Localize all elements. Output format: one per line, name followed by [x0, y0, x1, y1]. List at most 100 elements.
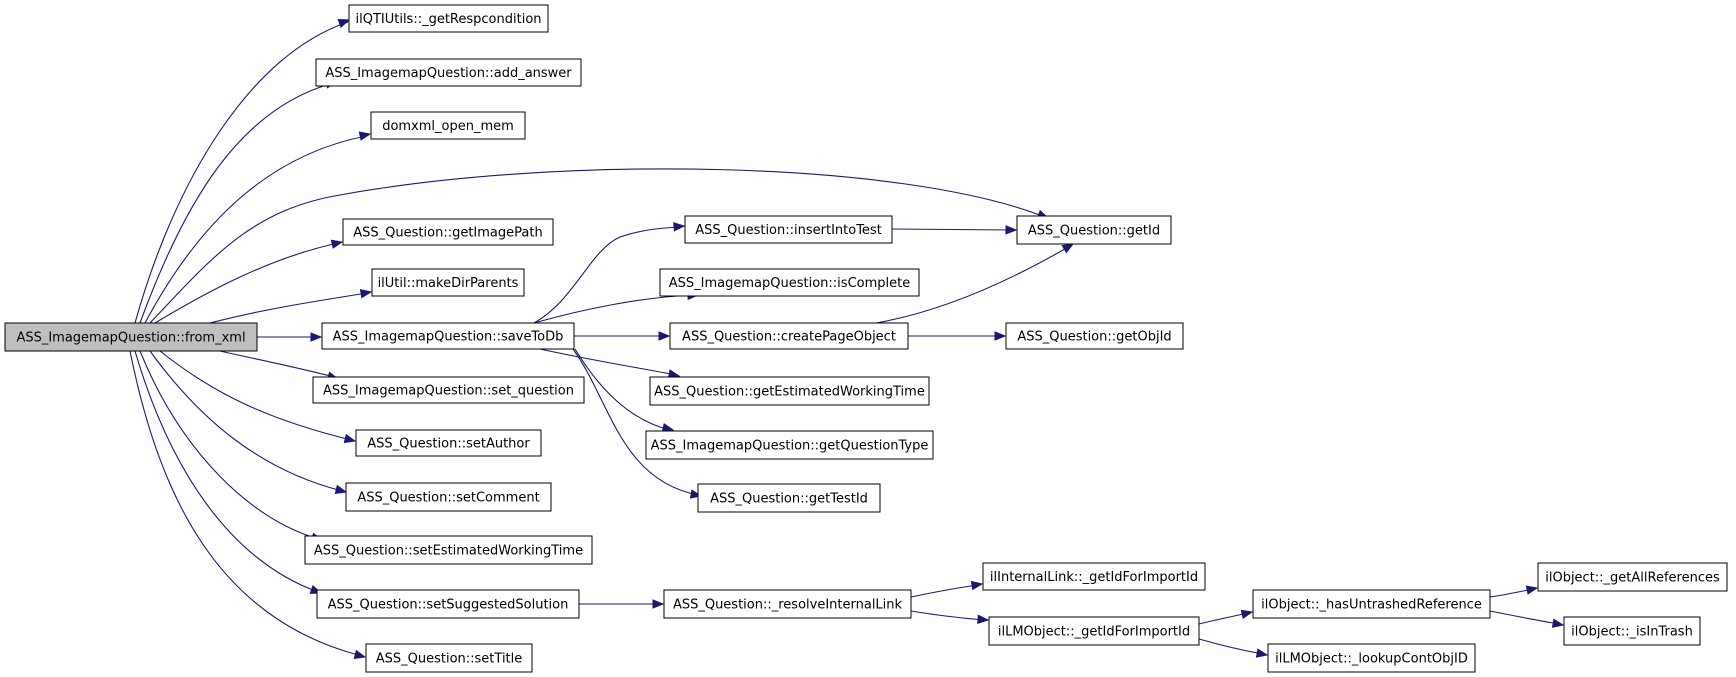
edge-arrowhead — [970, 580, 984, 591]
node-getId[interactable]: ASS_Question::getId — [1016, 215, 1172, 245]
node-label: ASS_Question::getImagePath — [353, 226, 542, 241]
node-label: ilLMObject::_lookupContObjID — [1275, 652, 1468, 667]
node-box — [988, 616, 1200, 646]
node-box — [355, 429, 542, 457]
edge-arrowhead — [330, 239, 344, 249]
node-getQuestionType[interactable]: ASS_ImagemapQuestion::getQuestionType — [645, 430, 934, 460]
edge-line — [891, 228, 1013, 231]
edge-line — [533, 294, 696, 324]
edge-arrowhead — [1525, 585, 1539, 595]
node-box — [982, 562, 1206, 591]
node-label: ilObject::_isInTrash — [1571, 625, 1693, 640]
edge-line — [875, 245, 1071, 324]
edge-from_xml-to-setTitle — [129, 350, 367, 659]
edge-from_xml-to-setAuthor — [159, 350, 357, 444]
node-label: ASS_Question::getObjId — [1017, 330, 1171, 345]
edge-createPageObject-to-getObjId — [908, 331, 1007, 341]
node-box — [348, 4, 549, 33]
edge-line — [139, 350, 320, 540]
node-setAuthor[interactable]: ASS_Question::setAuthor — [355, 429, 542, 457]
node-label: ASS_Question::getEstimatedWorkingTime — [654, 385, 925, 400]
node-label: ASS_Question::getTestId — [710, 492, 868, 507]
edge-from_xml-to-getId — [149, 168, 1050, 324]
node-set_question[interactable]: ASS_ImagemapQuestion::set_question — [312, 376, 585, 404]
edge-line — [139, 83, 331, 324]
node-label: ASS_ImagemapQuestion::saveToDb — [333, 330, 564, 345]
node-label: ASS_Question::createPageObject — [682, 330, 896, 345]
edge-line — [154, 242, 339, 324]
node-isComplete[interactable]: ASS_ImagemapQuestion::isComplete — [659, 268, 920, 297]
edge-line — [129, 350, 363, 657]
edge-arrowhead — [1005, 225, 1018, 235]
node-box — [371, 268, 525, 297]
node-getTestId[interactable]: ASS_Question::getTestId — [697, 483, 881, 513]
node-lookupContObjID[interactable]: ilLMObject::_lookupContObjID — [1267, 643, 1476, 673]
edge-hasUntrashedReference-to-getAllReferences — [1489, 585, 1539, 598]
node-label: ASS_Question::setComment — [357, 491, 539, 506]
node-ilLMObject_getIdForImportId[interactable]: ilLMObject::_getIdForImportId — [988, 616, 1200, 646]
node-add_answer[interactable]: ASS_ImagemapQuestion::add_answer — [315, 58, 582, 87]
edge-line — [134, 21, 349, 324]
node-createPageObject[interactable]: ASS_Question::createPageObject — [669, 322, 909, 350]
edge-line — [144, 135, 367, 324]
node-box — [4, 322, 258, 352]
edge-from_xml-to-domxml_open_mem — [144, 131, 372, 324]
edge-from_xml-to-setSuggestedSolution — [134, 350, 323, 594]
edge-arrowhead — [977, 614, 990, 624]
edge-resolveInternalLink-to-ilInternalLink_getIdForImportId — [910, 580, 984, 598]
node-box — [370, 111, 526, 140]
node-label: ASS_Question::setAuthor — [367, 437, 530, 452]
edge-arrowhead — [358, 131, 372, 141]
node-getImagePath[interactable]: ASS_Question::getImagePath — [342, 218, 554, 246]
node-setComment[interactable]: ASS_Question::setComment — [345, 482, 552, 512]
node-makeDirParents[interactable]: ilUtil::makeDirParents — [371, 268, 525, 297]
edge-arrowhead — [1255, 648, 1269, 658]
node-box — [684, 215, 893, 244]
node-label: ASS_ImagemapQuestion::isComplete — [669, 276, 910, 291]
node-box — [1005, 322, 1184, 350]
edge-line — [209, 292, 368, 324]
edge-line — [1198, 612, 1249, 625]
edge-saveToDb-to-getTestId — [572, 348, 703, 499]
node-getRespcondition[interactable]: ilQTIUtils::_getRespcondition — [348, 4, 549, 33]
node-hasUntrashedReference[interactable]: ilObject::_hasUntrashedReference — [1252, 589, 1491, 619]
node-box — [1537, 562, 1728, 592]
node-label: ASS_Question::setTitle — [376, 652, 523, 667]
node-ilInternalLink_getIdForImportId[interactable]: ilInternalLink::_getIdForImportId — [982, 562, 1206, 591]
node-box — [312, 376, 585, 404]
node-box — [649, 376, 930, 406]
node-getAllReferences[interactable]: ilObject::_getAllReferences — [1537, 562, 1728, 592]
edge-line — [574, 348, 671, 431]
edge-line — [1489, 588, 1534, 598]
edge-arrowhead — [1061, 243, 1075, 254]
node-setSuggestedSolution[interactable]: ASS_Question::setSuggestedSolution — [316, 589, 580, 619]
node-label: ASS_Question::setSuggestedSolution — [328, 598, 569, 613]
node-saveToDb[interactable]: ASS_ImagemapQuestion::saveToDb — [321, 322, 575, 350]
edge-saveToDb-to-getQuestionType — [574, 348, 675, 433]
node-resolveInternalLink[interactable]: ASS_Question::_resolveInternalLink — [663, 589, 912, 619]
node-box — [316, 589, 580, 619]
edge-createPageObject-to-getId — [875, 243, 1075, 324]
node-getEstimatedWorkingTime[interactable]: ASS_Question::getEstimatedWorkingTime — [649, 376, 930, 406]
node-label: ilObject::_getAllReferences — [1545, 571, 1720, 586]
edge-from_xml-to-getRespcondition — [134, 19, 351, 324]
node-insertIntoTest[interactable]: ASS_Question::insertIntoTest — [684, 215, 893, 244]
node-getObjId[interactable]: ASS_Question::getObjId — [1005, 322, 1184, 350]
edge-line — [134, 350, 319, 593]
node-setTitle[interactable]: ASS_Question::setTitle — [365, 643, 533, 673]
edge-resolveInternalLink-to-ilLMObject_getIdForImportId — [910, 610, 990, 624]
edge-line — [219, 350, 335, 378]
node-label: ilUtil::makeDirParents — [378, 276, 519, 291]
node-isInTrash[interactable]: ilObject::_isInTrash — [1563, 616, 1701, 646]
node-box — [315, 58, 582, 87]
node-label: ASS_ImagemapQuestion::getQuestionType — [651, 439, 929, 454]
node-setEstimatedWorkingTime[interactable]: ASS_Question::setEstimatedWorkingTime — [304, 535, 593, 565]
node-domxml_open_mem[interactable]: domxml_open_mem — [370, 111, 526, 140]
node-from_xml[interactable]: ASS_ImagemapQuestion::from_xml — [4, 322, 258, 352]
edge-line — [910, 610, 985, 621]
node-box — [645, 430, 934, 460]
edge-arrowhead — [661, 423, 675, 433]
node-box — [697, 483, 881, 513]
edge-arrowhead — [337, 19, 351, 28]
edge-line — [539, 348, 677, 376]
